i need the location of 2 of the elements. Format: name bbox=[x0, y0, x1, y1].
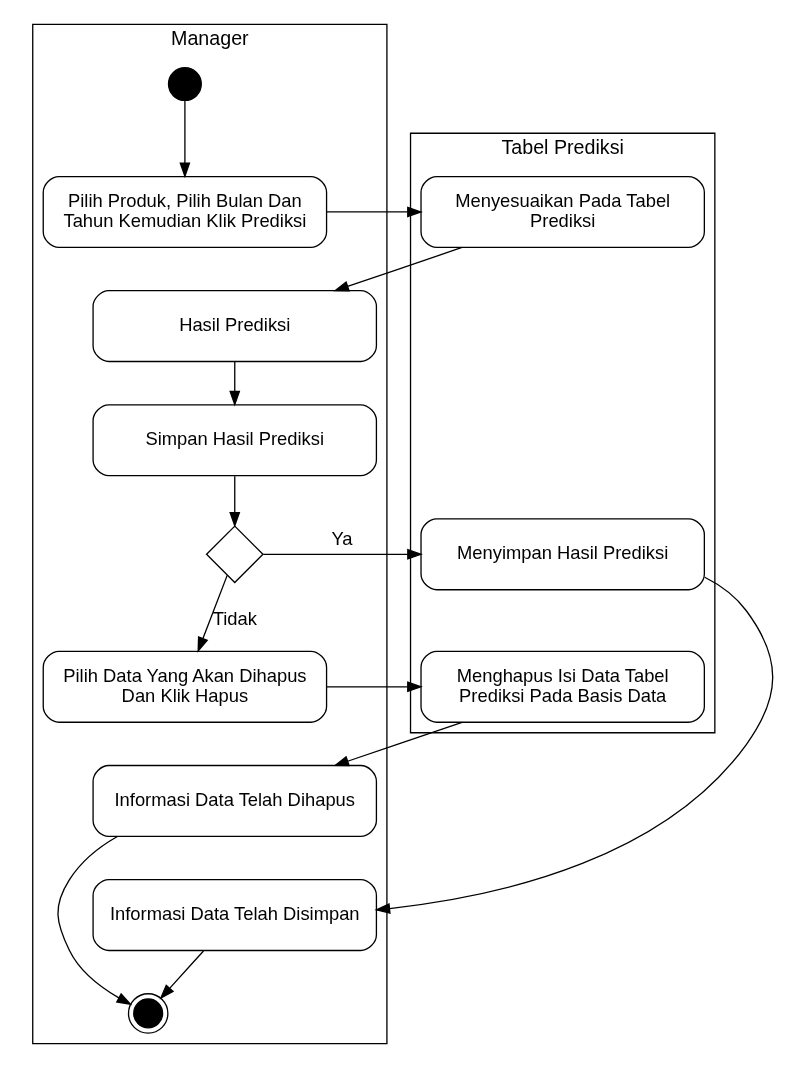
edge-label: Tidak bbox=[212, 608, 257, 630]
edge-label: Ya bbox=[331, 528, 353, 550]
